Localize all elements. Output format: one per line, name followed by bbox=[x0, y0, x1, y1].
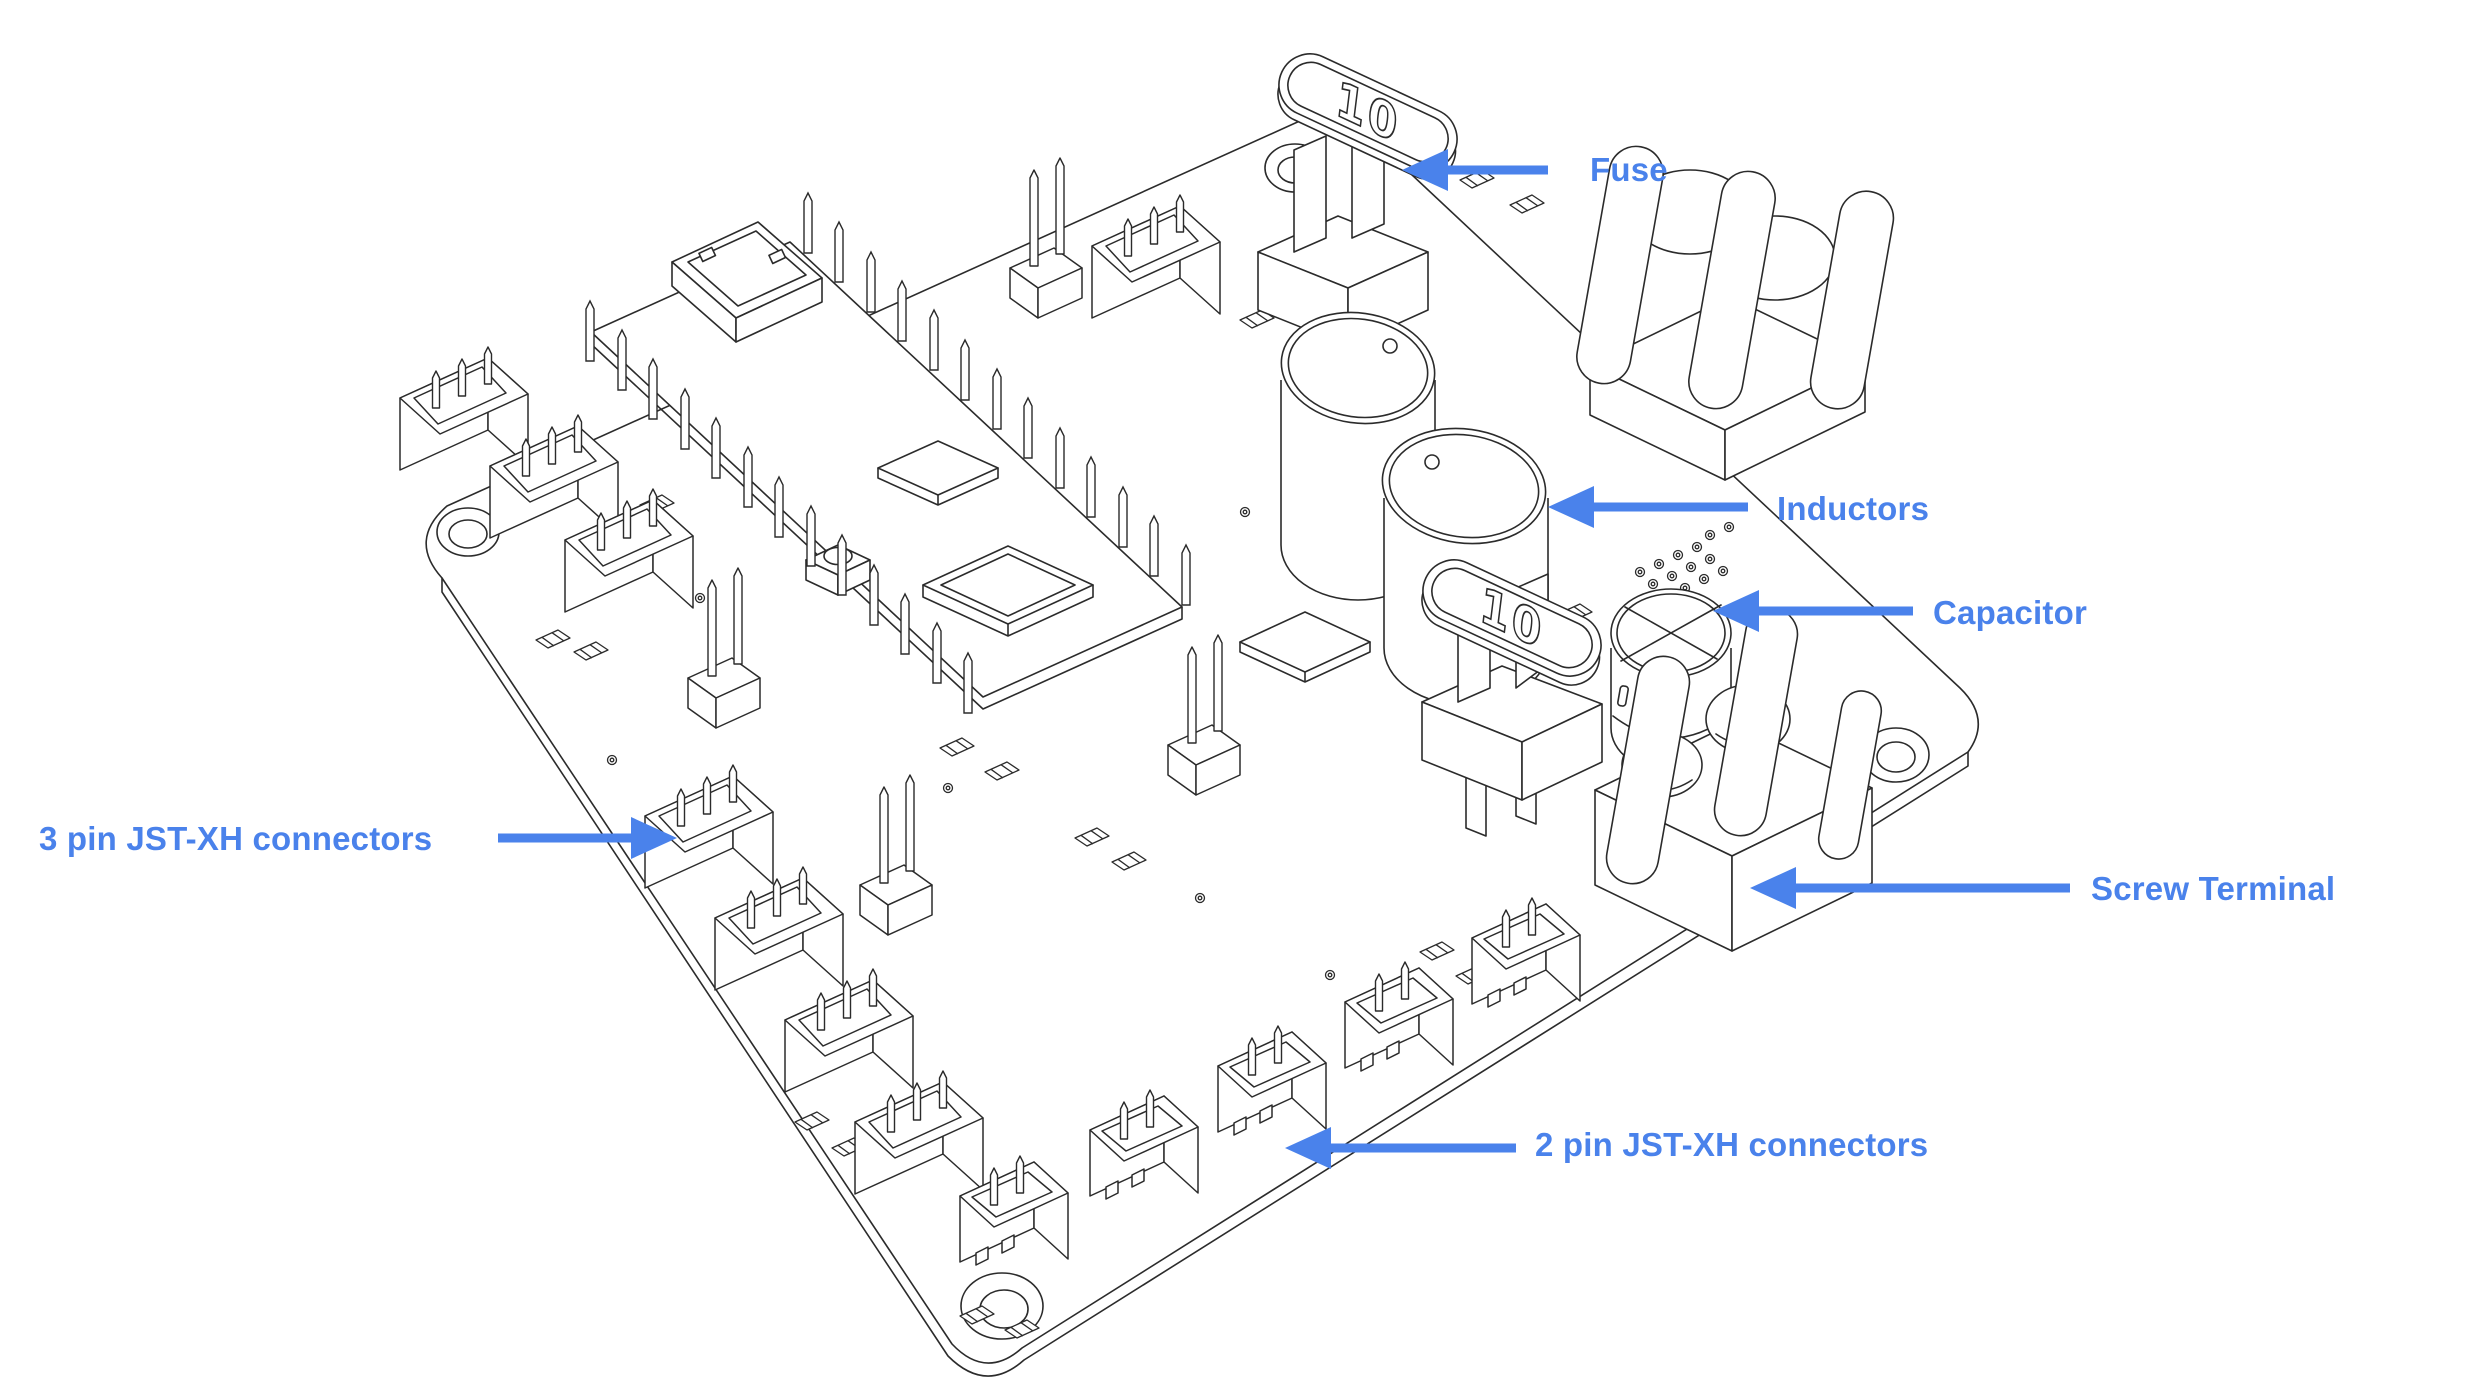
mounting-hole-east bbox=[1862, 727, 1930, 783]
fuse-2: 10 bbox=[1421, 559, 1603, 837]
jst2-annotation-arrow bbox=[1285, 1127, 1516, 1169]
capacitor-annotation-arrow bbox=[1713, 590, 1913, 632]
ic-chip-flash bbox=[1239, 611, 1371, 683]
mcu-module bbox=[590, 221, 1183, 710]
jst2-connectors-label: 2 pin JST-XH connectors bbox=[1535, 1126, 1929, 1163]
screw-terminal-label: Screw Terminal bbox=[2091, 870, 2336, 907]
screw-terminal-annotation-arrow bbox=[1750, 867, 2070, 909]
fuse-label: Fuse bbox=[1590, 151, 1668, 188]
fuse-annotation-arrow bbox=[1402, 149, 1548, 191]
input-terminal-block bbox=[1576, 145, 1895, 481]
jst3-connectors-label: 3 pin JST-XH connectors bbox=[39, 820, 433, 857]
capacitor-label: Capacitor bbox=[1933, 594, 2088, 631]
jst-connector bbox=[400, 347, 528, 470]
screw-terminal bbox=[1594, 607, 1883, 952]
ic-chip-small bbox=[877, 440, 999, 506]
inductors-annotation-arrow bbox=[1548, 486, 1748, 528]
ic-chip-qfp bbox=[922, 545, 1094, 637]
jst3-annotation-arrow bbox=[498, 817, 677, 859]
board-edge-thickness bbox=[441, 577, 1969, 1377]
inductors-label: Inductors bbox=[1777, 490, 1930, 527]
micro-usb-connector bbox=[671, 221, 823, 343]
